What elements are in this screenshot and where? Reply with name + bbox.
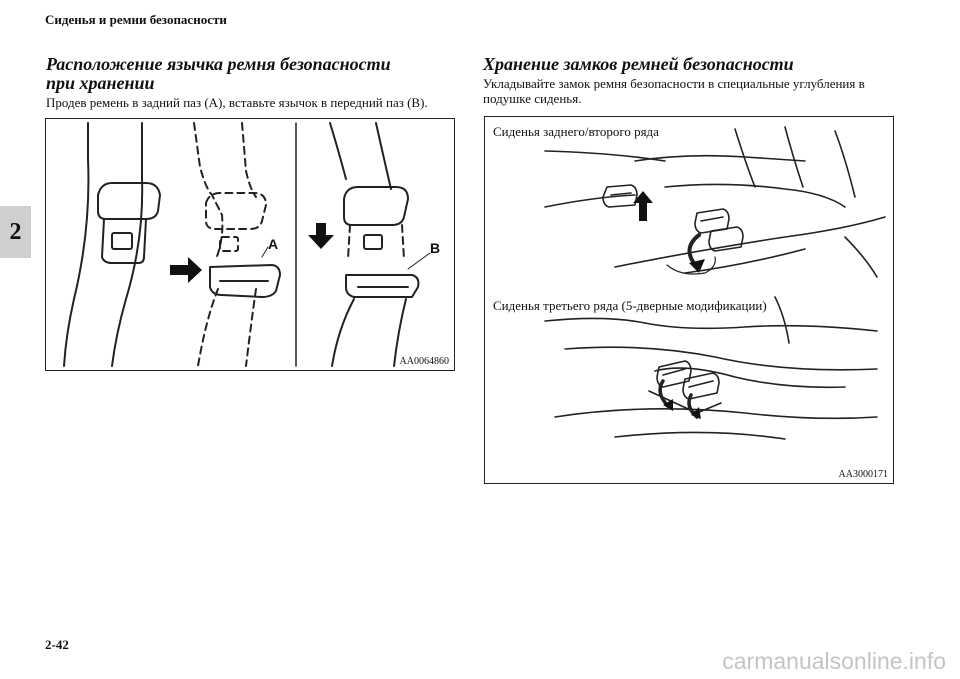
buckle-storage-figure: Сиденья заднего/второго ряда Сиденья тре… (484, 116, 894, 484)
left-title-line1: Расположение язычка ремня безопасности (46, 54, 391, 74)
page-number: 2-42 (45, 637, 69, 652)
watermark: carmanualsonline.info (722, 648, 946, 674)
buckle-storage-illustration (544, 126, 886, 440)
figure-code: AA0064860 (399, 356, 449, 367)
right-section: Хранение замков ремней безопасности Укла… (483, 54, 895, 107)
belt-tongue-figure: A B AA0064860 (45, 118, 455, 371)
belt-tongue-illustration (63, 122, 431, 367)
left-section: Расположение язычка ремня безопасности п… (46, 55, 458, 111)
slot-a-label: A (268, 236, 279, 252)
slot-b-label: B (430, 240, 441, 256)
running-header: Сиденья и ремни безопасности (45, 12, 227, 27)
rear-second-row-caption: Сиденья заднего/второго ряда (492, 124, 660, 140)
figure-code: AA3000171 (838, 469, 888, 480)
left-title-line2: при хранении (46, 73, 155, 93)
right-section-body: Укладывайте замок ремня безопасности в с… (483, 76, 865, 106)
chapter-tab: 2 (0, 206, 31, 258)
right-section-title: Хранение замков ремней безопасности (483, 54, 794, 74)
third-row-caption: Сиденья третьего ряда (5-дверные модифик… (492, 298, 768, 314)
left-section-body: Продев ремень в задний паз (A), вставьте… (46, 95, 428, 110)
left-section-title: Расположение язычка ремня безопасности п… (46, 55, 458, 93)
